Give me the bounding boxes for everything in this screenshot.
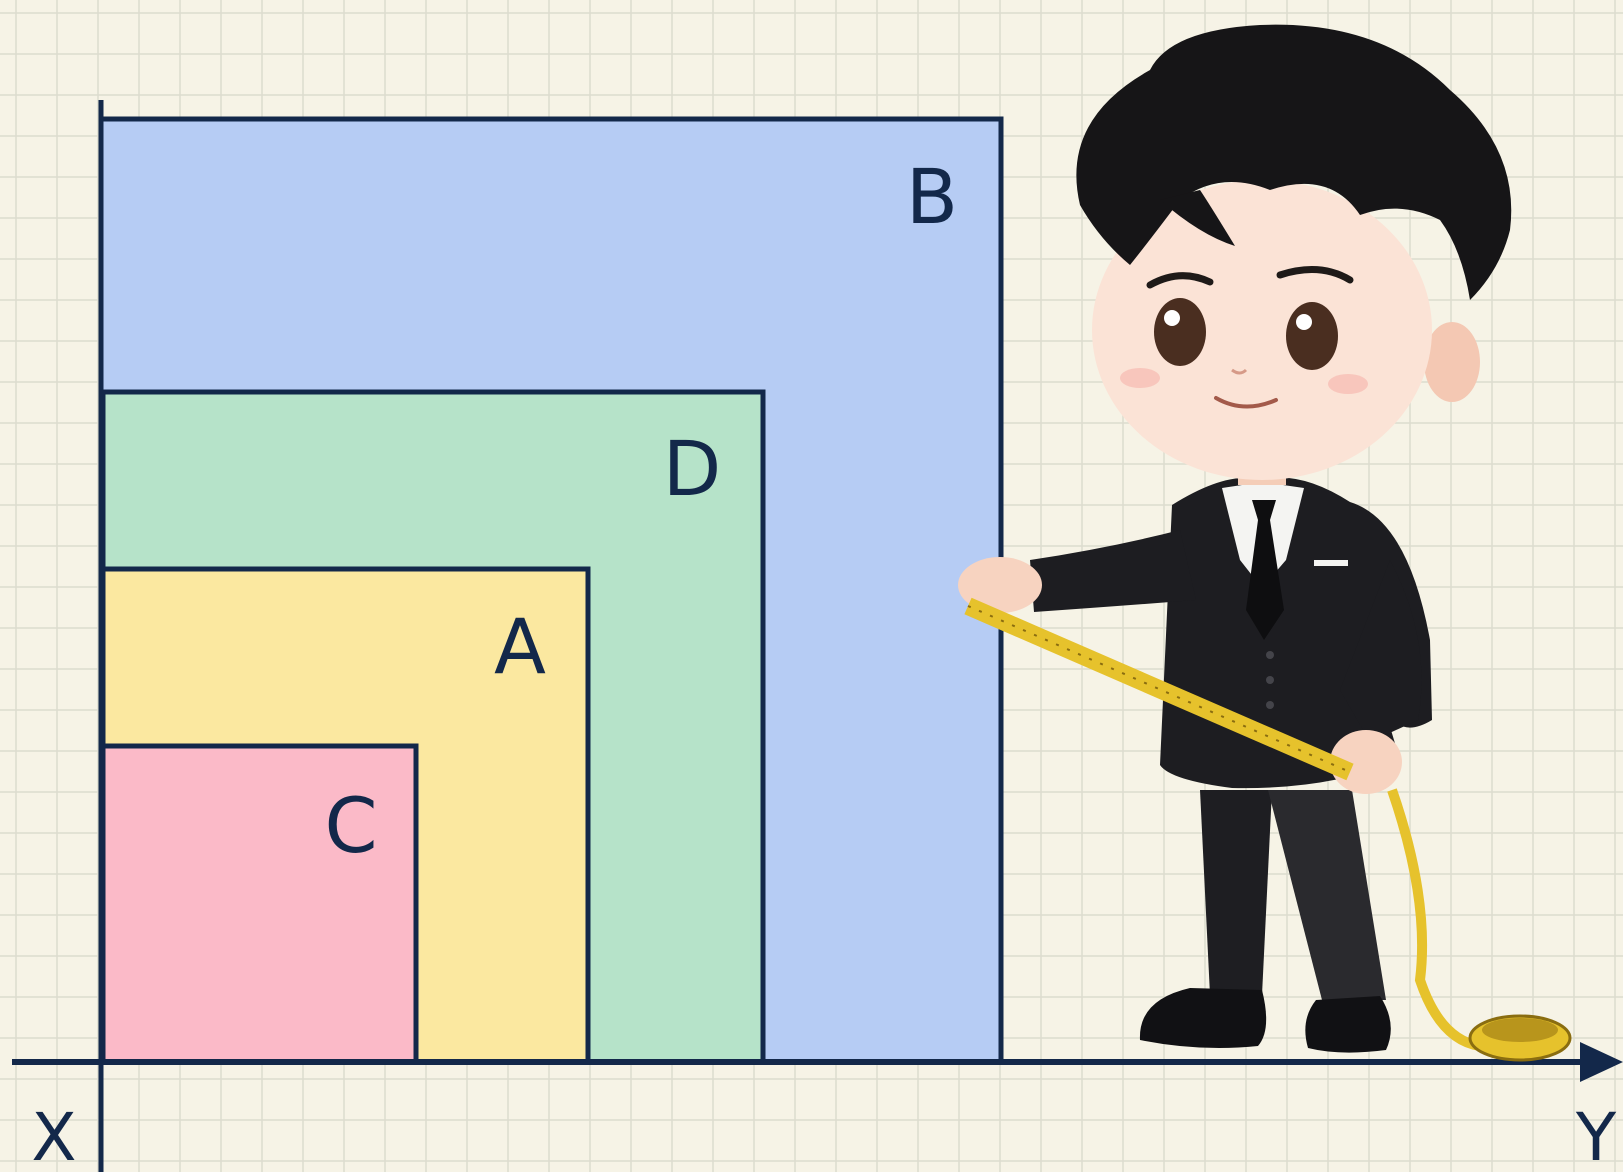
- axes: X Y: [12, 100, 1623, 1172]
- left-shoe: [1139, 988, 1267, 1048]
- face: [1092, 180, 1432, 480]
- left-arm: [1030, 530, 1196, 612]
- right-eye: [1286, 302, 1338, 370]
- square-b-label: B: [906, 152, 958, 241]
- square-c: C: [100, 743, 419, 1065]
- right-hand: [1330, 730, 1402, 794]
- tie: [1246, 500, 1284, 640]
- left-leg: [1200, 790, 1272, 995]
- character-illustration: [958, 24, 1572, 1062]
- hair: [1076, 24, 1512, 301]
- y-axis-label: Y: [1575, 1099, 1617, 1172]
- measuring-tape: [964, 597, 1354, 781]
- pocket-square: [1314, 560, 1348, 566]
- left-hand: [958, 557, 1042, 613]
- measuring-tape-slack: [1387, 788, 1482, 1051]
- left-ear: [1424, 322, 1480, 402]
- square-c-shape: [100, 743, 419, 1065]
- right-arm: [1340, 560, 1422, 742]
- x-axis-arrow-icon: [1580, 1042, 1623, 1082]
- left-eye: [1154, 298, 1206, 366]
- square-a-label: A: [494, 602, 546, 691]
- x-axis-label: X: [31, 1099, 76, 1172]
- square-d-label: D: [663, 424, 722, 513]
- square-c-label: C: [324, 781, 377, 870]
- right-shoe: [1305, 996, 1391, 1053]
- right-leg: [1268, 790, 1386, 1000]
- smile: [1214, 396, 1278, 409]
